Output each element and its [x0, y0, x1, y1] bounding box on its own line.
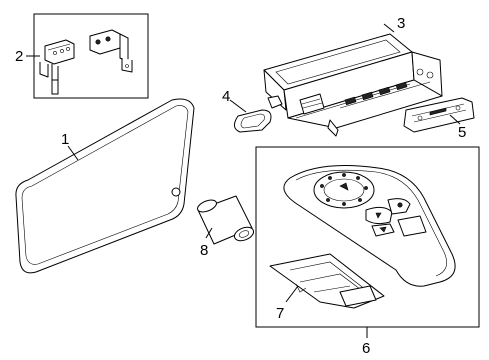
callout-4: 4 [222, 88, 230, 105]
part-5-mounting-bracket [403, 97, 475, 133]
part-8-cylinder-sleeve [197, 195, 255, 245]
part-7-insert-pad [269, 253, 385, 309]
callout-6: 6 [362, 340, 370, 357]
callout-8: 8 [200, 242, 208, 259]
callout-3: 3 [397, 15, 405, 32]
callout-2: 2 [15, 48, 23, 65]
part-3-head-unit [263, 33, 443, 137]
part-4-bezel-clip [234, 109, 272, 133]
callout-1: 1 [61, 131, 69, 148]
callout-5: 5 [458, 124, 466, 141]
part-1-display-panel [15, 98, 195, 274]
callout-7: 7 [276, 305, 284, 322]
part-6-remote-controller [283, 165, 456, 287]
part-2-hinge-brackets [33, 13, 149, 99]
